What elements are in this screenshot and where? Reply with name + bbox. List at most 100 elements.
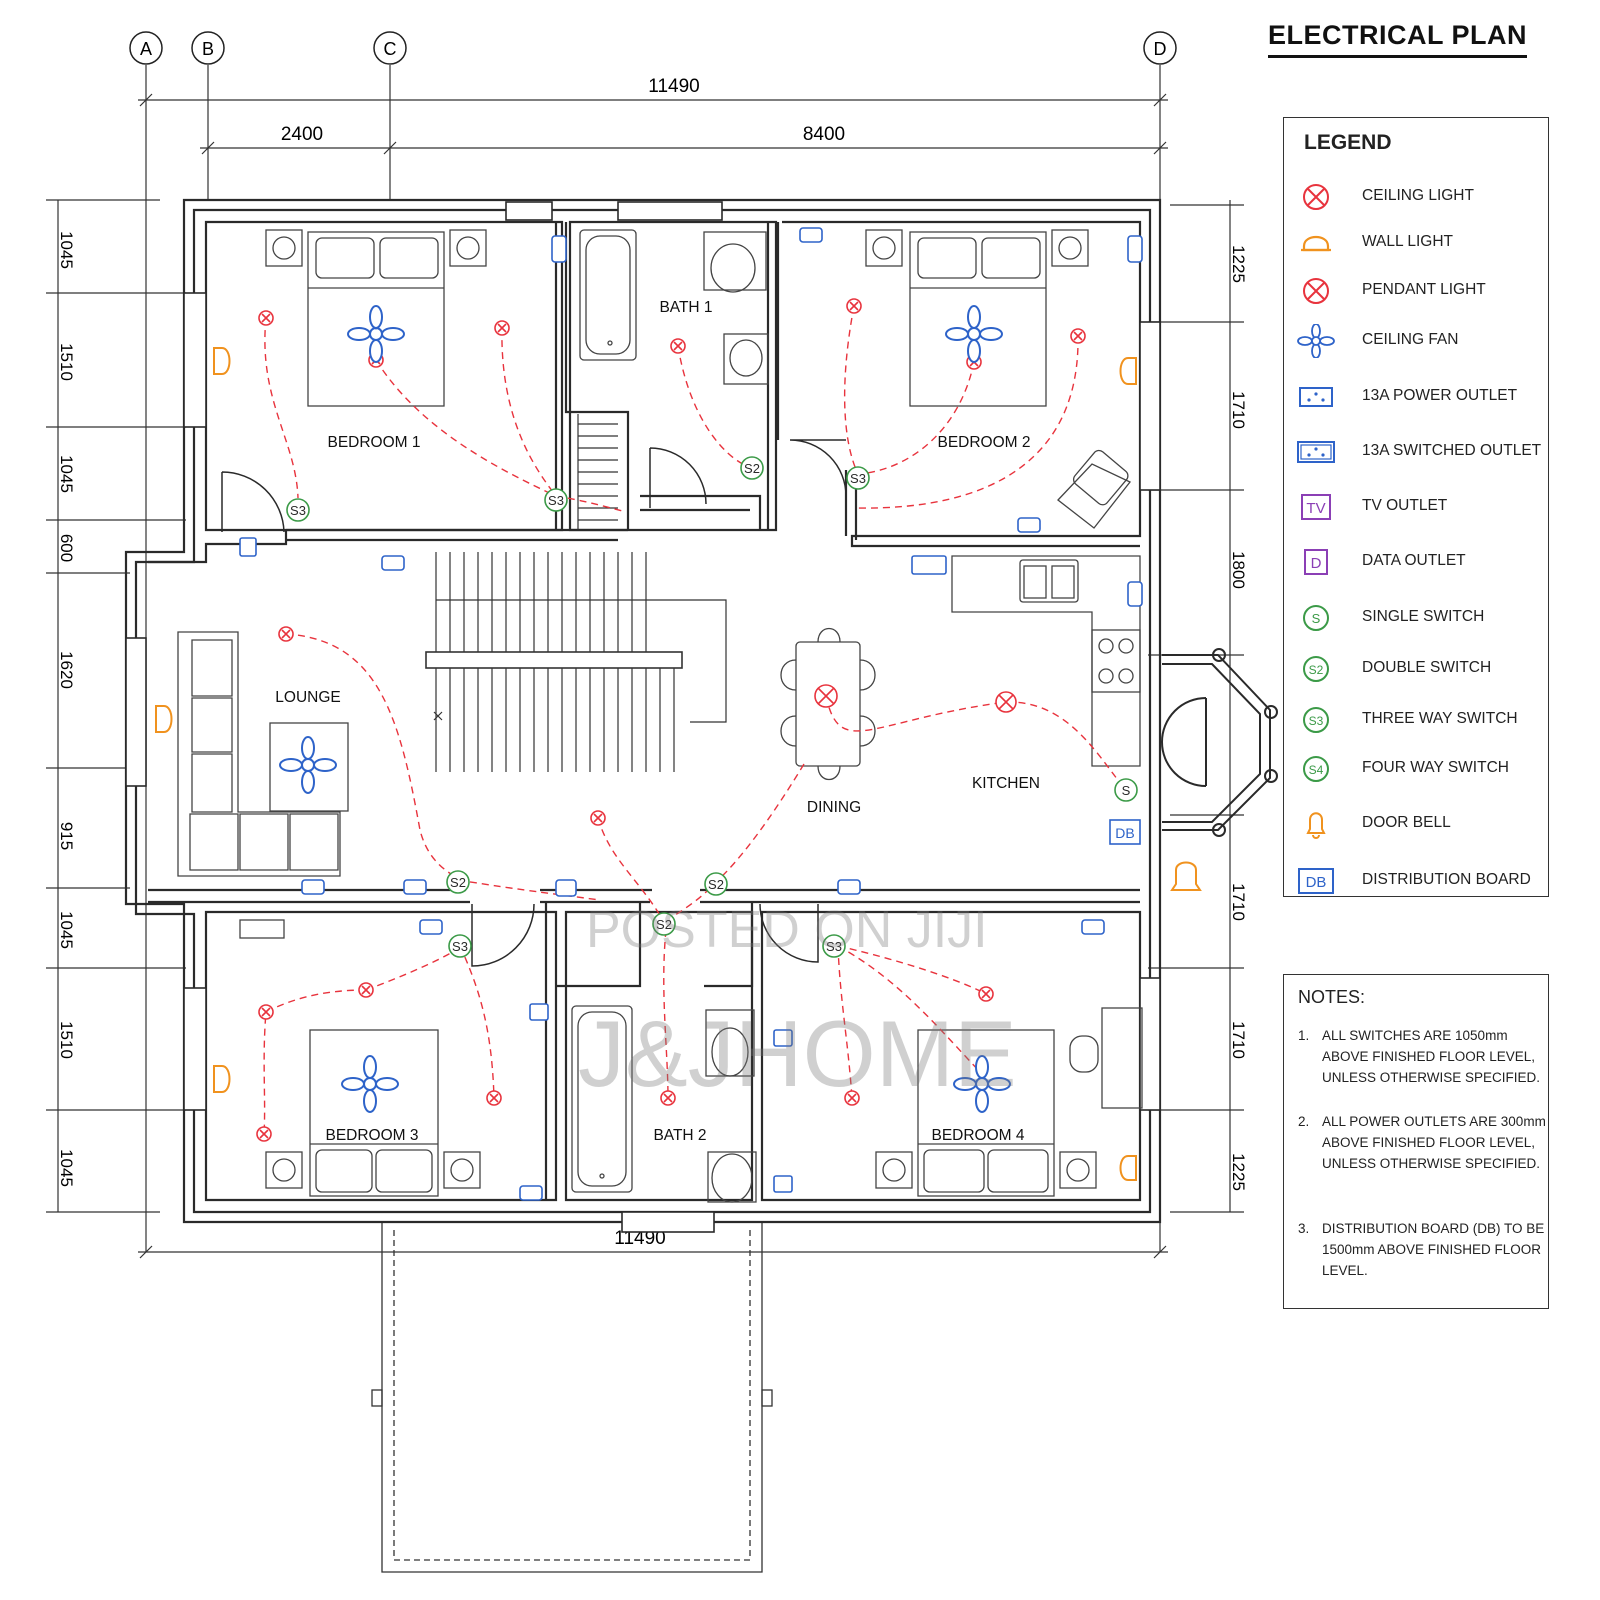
- three-way-switch-icon: S3: [822, 934, 846, 958]
- wall-light-icon: [213, 347, 231, 375]
- legend-label: DISTRIBUTION BOARD: [1362, 871, 1531, 888]
- legend-item-ceiling-fan: CEILING FAN: [1284, 320, 1548, 364]
- legend-label: PENDANT LIGHT: [1362, 281, 1486, 298]
- power-outlet-icon: [1127, 235, 1143, 263]
- rear-terrace: [371, 1222, 773, 1573]
- power-outlet-icon: [381, 555, 405, 571]
- svg-text:S2: S2: [656, 917, 672, 932]
- legend-item-distribution-board: DB DISTRIBUTION BOARD: [1284, 860, 1548, 904]
- legend-item-door-bell: DOOR BELL: [1284, 803, 1548, 847]
- power-outlet-icon: [837, 879, 861, 895]
- staircase: [425, 414, 727, 772]
- legend-item-four-way-switch: S4 FOUR WAY SWITCH: [1284, 748, 1548, 792]
- power-outlet-icon: [551, 235, 567, 263]
- legend-item-double-switch: S2 DOUBLE SWITCH: [1284, 648, 1548, 692]
- doors: [221, 439, 847, 967]
- grid-lines: [145, 65, 1161, 1252]
- grid-label-c: C: [384, 39, 397, 59]
- ceiling-fan-icon: [945, 305, 1003, 363]
- legend-label: DATA OUTLET: [1362, 552, 1466, 569]
- power-outlet-icon: [799, 227, 823, 243]
- grid-bubble-b: B: [191, 31, 225, 65]
- dim-right-1: 1225: [1229, 245, 1248, 283]
- legend-label: WALL LIGHT: [1362, 233, 1454, 250]
- svg-text:S2: S2: [708, 877, 724, 892]
- legend-item-single-switch: S SINGLE SWITCH: [1284, 597, 1548, 641]
- wall-light-icon: [1119, 1155, 1137, 1181]
- wall-light-icon: [213, 1065, 231, 1093]
- svg-text:S2: S2: [744, 461, 760, 476]
- dim-right-4: 1710: [1229, 883, 1248, 921]
- svg-text:S3: S3: [850, 471, 866, 486]
- grid-label-b: B: [202, 39, 214, 59]
- pendant-lights: [256, 298, 1086, 1142]
- svg-text:TV: TV: [1306, 500, 1325, 517]
- svg-text:DB: DB: [1306, 874, 1327, 891]
- legend-item-tv-outlet: TV TV OUTLET: [1284, 486, 1548, 530]
- legend-item-pendant-light: PENDANT LIGHT: [1284, 270, 1548, 314]
- dim-left-4: 600: [57, 534, 76, 562]
- svg-text:S: S: [1122, 783, 1131, 798]
- door-bell-icon: [1306, 812, 1326, 839]
- legend-label: CEILING FAN: [1362, 331, 1459, 348]
- wall-light-icon: [155, 705, 173, 733]
- three-way-switch-icon: S3: [1303, 707, 1329, 733]
- power-outlet-icon: [1299, 387, 1333, 407]
- pendant-light-icon: [846, 298, 862, 314]
- switched-outlets: [911, 555, 947, 575]
- notes-title: NOTES:: [1298, 987, 1366, 1007]
- power-outlet-icon: [403, 879, 427, 895]
- power-outlet-icon: [773, 1029, 793, 1047]
- note-number: 1.: [1298, 1028, 1310, 1043]
- pendant-light-icon: [590, 810, 606, 826]
- double-switch-icon: S2: [704, 872, 728, 896]
- legend-item-wall-light: WALL LIGHT: [1284, 222, 1548, 266]
- grid-bubble-d: D: [1143, 31, 1177, 65]
- note-number: 3.: [1298, 1221, 1310, 1236]
- ceiling-light-icon: [814, 684, 838, 708]
- ceiling-fan-icon: [279, 736, 337, 794]
- dim-top-left: 2400: [281, 124, 323, 145]
- grid-label-a: A: [140, 39, 152, 59]
- note-text: ALL POWER OUTLETS ARE 300mm ABOVE FINISH…: [1322, 1114, 1546, 1171]
- ceiling-fans: [279, 305, 1011, 1113]
- pendant-light-icon: [978, 986, 994, 1002]
- pendant-light-icon: [258, 310, 274, 326]
- room-label-kitchen: KITCHEN: [972, 775, 1040, 792]
- power-outlet-icon: [773, 1175, 793, 1193]
- legend-label: TV OUTLET: [1362, 497, 1448, 514]
- legend-panel: LEGEND CEILING LIGHT WALL LIGHT PENDANT …: [1283, 117, 1549, 897]
- power-outlet-icon: [519, 1185, 543, 1201]
- legend-label: 13A POWER OUTLET: [1362, 387, 1518, 404]
- three-way-switch-icon: S3: [846, 466, 870, 490]
- pendant-light-icon: [844, 1090, 860, 1106]
- pendant-light-icon: [258, 1004, 274, 1020]
- pendant-light-icon: [486, 1090, 502, 1106]
- legend-item-three-way-switch: S3 THREE WAY SWITCH: [1284, 699, 1548, 743]
- svg-text:S3: S3: [826, 939, 842, 954]
- legend-label: FOUR WAY SWITCH: [1362, 759, 1509, 776]
- entrance-bay: [1161, 648, 1278, 837]
- note-text: ALL SWITCHES ARE 1050mm ABOVE FINISHED F…: [1322, 1028, 1541, 1085]
- wall-light-icon: [1119, 357, 1137, 385]
- legend-label: DOUBLE SWITCH: [1362, 659, 1492, 676]
- pendant-light-icon: [278, 626, 294, 642]
- dim-left-3: 1045: [57, 455, 76, 493]
- tv-outlet-icon: TV: [1301, 494, 1331, 520]
- svg-text:S3: S3: [1309, 714, 1324, 728]
- pendant-light-icon: [256, 1126, 272, 1142]
- windows: [125, 201, 1161, 1233]
- pendant-light-icon: [670, 338, 686, 354]
- pendant-light-icon: [1303, 278, 1329, 304]
- dim-left-5: 1620: [57, 651, 76, 689]
- grid-bubble-a: A: [129, 31, 163, 65]
- dim-left-8: 1510: [57, 1021, 76, 1059]
- room-label-dining: DINING: [807, 799, 861, 816]
- page-title: ELECTRICAL PLAN: [1268, 20, 1528, 58]
- note-number: 2.: [1298, 1114, 1310, 1129]
- single-switch-icon: S: [1303, 605, 1329, 631]
- dim-bottom-overall: 11490: [614, 1228, 665, 1249]
- power-outlet-icon: [239, 537, 257, 557]
- pendant-light-icon: [660, 1090, 676, 1106]
